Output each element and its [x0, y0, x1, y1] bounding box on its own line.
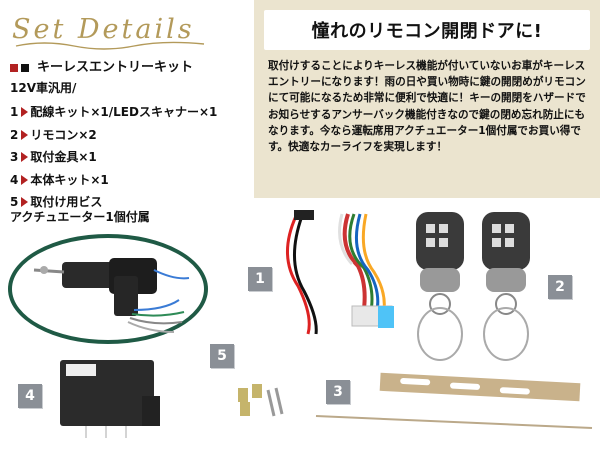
description-panel: 憧れのリモコン開閉ドアに! 取付けすることによりキーレス機能が付いていないお車が… [254, 0, 600, 198]
actuator-note: アクチュエーター1個付属 [10, 210, 150, 224]
screws-icon [238, 384, 284, 417]
label-5: 5 [210, 344, 234, 368]
red-square-icon [10, 63, 18, 72]
remote-controls-icon [416, 212, 530, 361]
kit-title-text: キーレスエントリーキット [37, 60, 194, 75]
part-number: 1 [10, 105, 19, 119]
wiring-harness-icon [286, 210, 394, 335]
triangle-bullet-icon [21, 197, 29, 207]
label-2: 2 [548, 275, 572, 299]
part-item: 5 取付け用ビス [10, 191, 265, 214]
part-text: 配線キット×1/LEDスキャナー×1 [30, 105, 218, 119]
part-text: リモコン×2 [30, 127, 97, 142]
part-number: 2 [10, 127, 19, 142]
parts-list: 1 配線キット×1/LEDスキャナー×1 2 リモコン×2 3 取付金具×1 4 本体キ… [10, 101, 265, 214]
label-1: 1 [248, 267, 272, 291]
panel-body-text: 取付けすることによりキーレス機能が付いていないお車がキーレスエントリーになります… [268, 60, 586, 154]
part-text: 本体キット×1 [30, 172, 109, 187]
part-item: 3 取付金具×1 [10, 146, 265, 169]
vehicle-usage: 12V車汎用/ [10, 81, 77, 95]
part-number: 3 [10, 150, 19, 164]
part-text: 取付金具×1 [30, 150, 97, 164]
label-4: 4 [18, 384, 42, 408]
part-text: 取付け用ビス [30, 195, 103, 209]
triangle-bullet-icon [21, 174, 29, 185]
panel-headline: 憧れのリモコン開閉ドアに! [264, 10, 590, 50]
logo-text: Set Details [12, 14, 195, 45]
part-item: 1 配線キット×1/LEDスキャナー×1 [10, 101, 265, 124]
black-square-icon [21, 63, 29, 72]
part-item: 2 リモコン×2 [10, 124, 265, 147]
door-lock-actuator-icon [33, 258, 190, 333]
set-details-logo: Set Details [12, 6, 247, 54]
triangle-bullet-icon [21, 129, 29, 140]
actuator-photo-frame [8, 234, 208, 344]
label-3: 3 [326, 380, 350, 404]
part-number: 4 [10, 172, 19, 187]
triangle-bullet-icon [21, 152, 29, 162]
kit-title: キーレスエントリーキット [10, 56, 250, 75]
mounting-bracket-icon [315, 372, 593, 429]
part-number: 5 [10, 195, 19, 209]
triangle-bullet-icon [21, 107, 29, 117]
control-unit-icon [60, 360, 160, 438]
logo-flourish-icon [15, 41, 205, 50]
part-item: 4 本体キット×1 [10, 169, 265, 192]
